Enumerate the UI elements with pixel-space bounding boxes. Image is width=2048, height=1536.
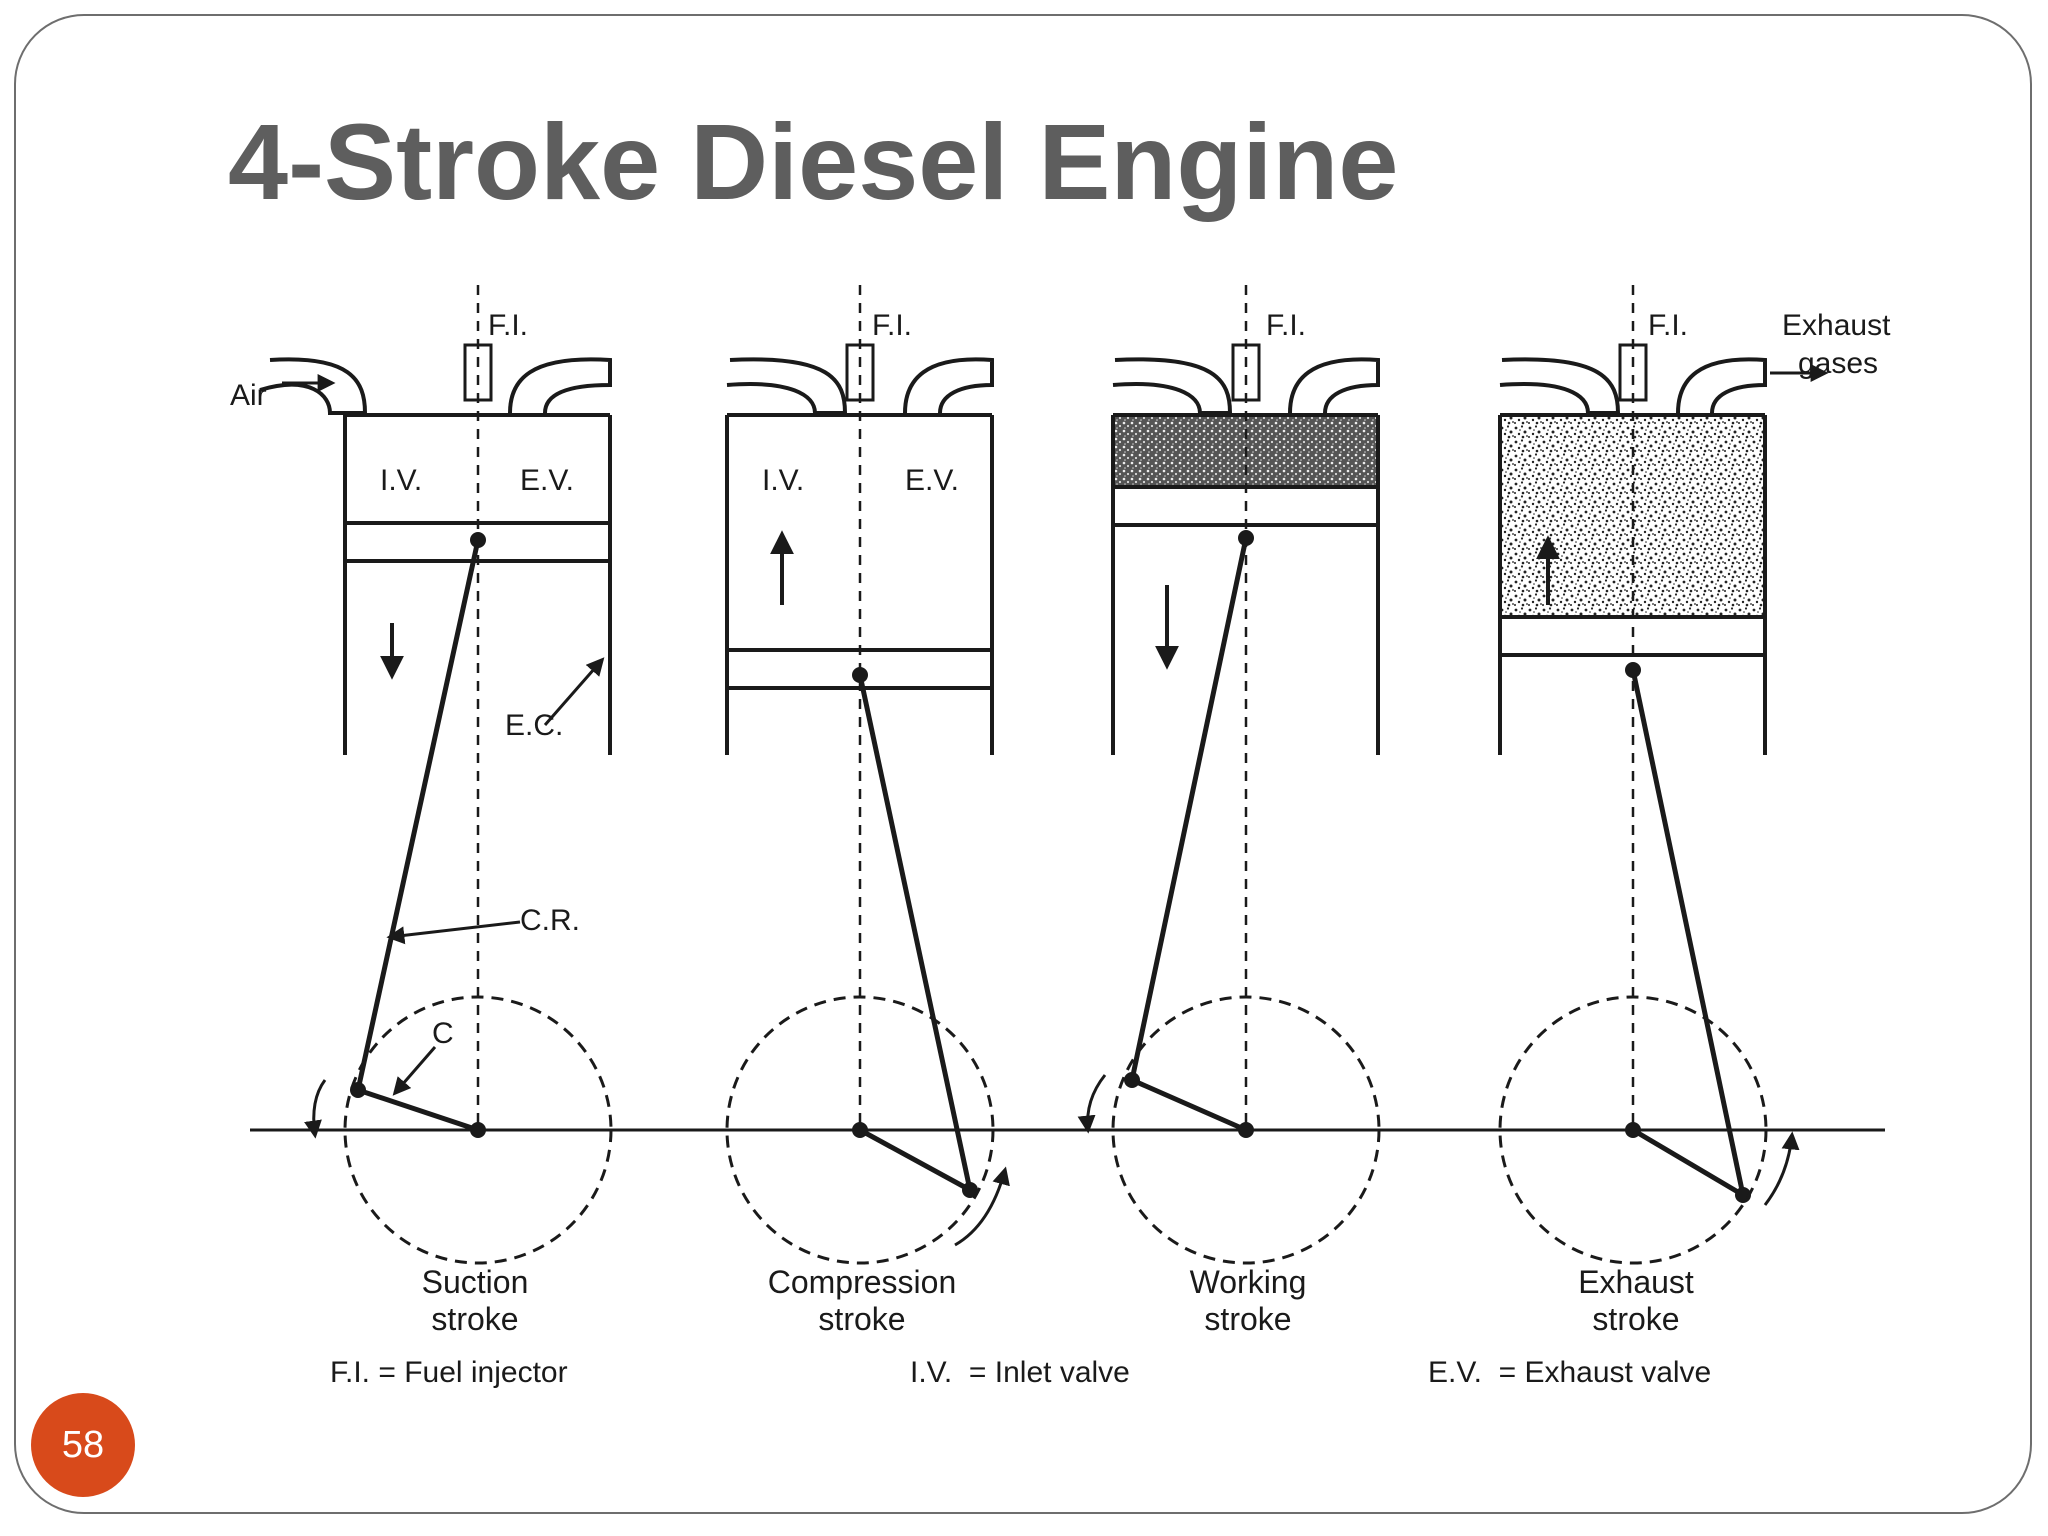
rotation-arrow [304, 1079, 327, 1139]
label-fi-2: F.I. [872, 309, 912, 342]
connecting-rod [857, 674, 973, 1191]
label-ev-2: E.V. [905, 464, 959, 497]
cylinder-working [1077, 285, 1381, 1265]
crank-circle [343, 995, 613, 1265]
label-air: Air [230, 379, 267, 412]
engine-diagram: Air F.I. I.V. E.V. E.C. C.R. C F.I. I.V.… [230, 285, 1891, 1389]
slide-frame [14, 14, 2032, 1514]
crank-circle [1498, 995, 1768, 1265]
label-ev-1: E.V. [520, 464, 574, 497]
rotation-arrow [954, 1166, 1010, 1247]
crank [1631, 1127, 1745, 1198]
exhaust-port-icon [508, 357, 612, 414]
connecting-rod [1630, 669, 1746, 1196]
caption-working-2: stroke [1204, 1301, 1291, 1337]
label-fi-1: F.I. [488, 309, 528, 342]
connecting-rod [355, 539, 481, 1091]
label-c: C [432, 1017, 454, 1050]
label-exhaust-gases-2: gases [1798, 347, 1878, 380]
rotation-arrow [1077, 1074, 1107, 1134]
caption-suction-2: stroke [431, 1301, 518, 1337]
caption-working-1: Working [1190, 1264, 1307, 1300]
label-cr: C.R. [520, 904, 580, 937]
rotation-arrow [1763, 1131, 1800, 1206]
caption-compression-2: stroke [818, 1301, 905, 1337]
label-fi-4: F.I. [1648, 309, 1688, 342]
fuel-injector-icon [463, 343, 493, 402]
legend-exhaust-valve: E.V. = Exhaust valve [1428, 1356, 1711, 1389]
crank-circle [1111, 995, 1381, 1265]
caption-compression-1: Compression [768, 1264, 957, 1300]
fuel-injector-icon [1231, 343, 1261, 402]
caption-suction-1: Suction [422, 1264, 529, 1300]
page-title: 4-Stroke Diesel Engine [228, 101, 1399, 222]
legend-inlet-valve: I.V. = Inlet valve [910, 1356, 1130, 1389]
inlet-port-icon [259, 357, 368, 415]
label-iv-1: I.V. [380, 464, 422, 497]
piston-working [1111, 485, 1380, 527]
label-iv-2: I.V. [762, 464, 804, 497]
crank [1130, 1077, 1248, 1133]
cylinder-compression [725, 285, 1010, 1265]
label-exhaust-gases-1: Exhaust [1782, 309, 1891, 342]
caption-exhaust-1: Exhaust [1578, 1264, 1694, 1300]
label-fi-3: F.I. [1266, 309, 1306, 342]
legend-fuel-injector: F.I. = Fuel injector [330, 1356, 568, 1389]
cylinder-exhaust [1498, 285, 1829, 1265]
fuel-injector-icon [1618, 343, 1648, 402]
fuel-injector-icon [845, 343, 875, 402]
label-ec: E.C. [505, 709, 563, 742]
crank [357, 1087, 479, 1133]
page-number-badge: 58 [31, 1393, 135, 1497]
crank-circle [725, 995, 995, 1265]
connecting-rod [1129, 537, 1249, 1081]
crank [858, 1127, 972, 1193]
caption-exhaust-2: stroke [1592, 1301, 1679, 1337]
